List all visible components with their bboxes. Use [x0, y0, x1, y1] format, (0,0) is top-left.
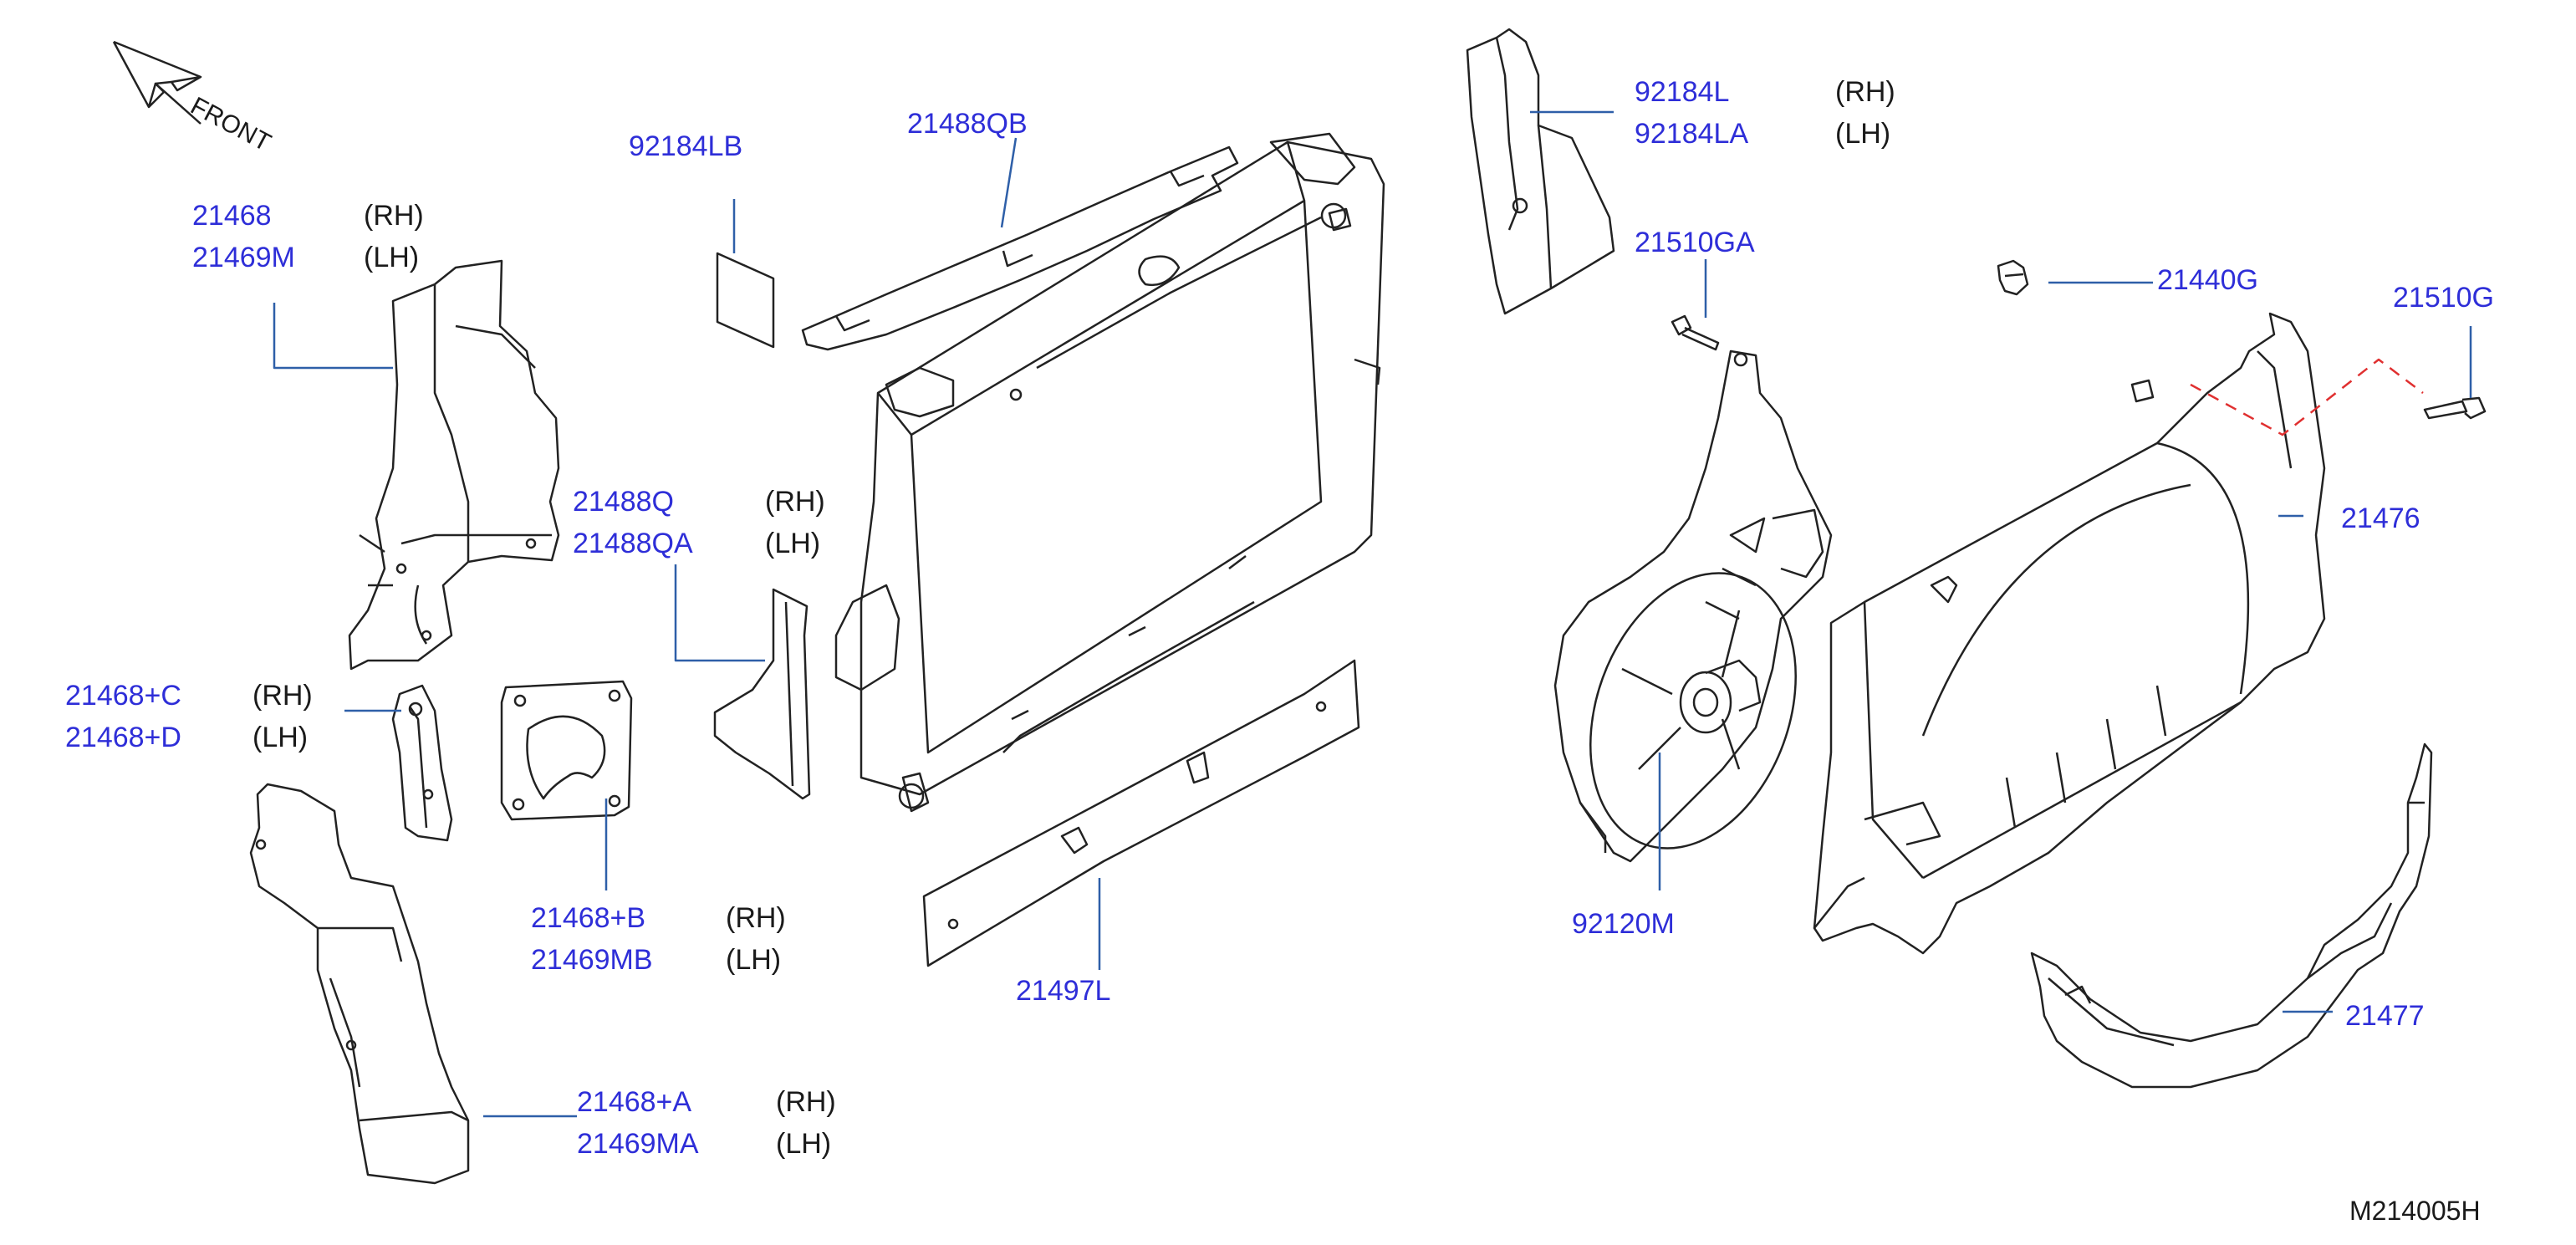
leader-lines	[273, 110, 2472, 1118]
part-number-92184la[interactable]: 92184LA	[1635, 118, 1749, 150]
clip-21440g-icon[interactable]	[1997, 259, 2029, 296]
part-number-21476[interactable]: 21476	[2341, 503, 2420, 534]
lower-left-air-duct-part[interactable]	[249, 783, 470, 1185]
upper-side-seal-part[interactable]	[1466, 28, 1615, 315]
side-21468-a: (RH)	[776, 1086, 836, 1118]
air-guide-clip-c-part[interactable]	[391, 684, 453, 842]
upper-radiator-seal-part[interactable]	[801, 145, 1239, 351]
radiator-core-part[interactable]	[834, 132, 1385, 813]
bolt-alignment-dashed-line	[2190, 358, 2424, 436]
part-number-21488q[interactable]: 21488Q	[573, 486, 674, 518]
part-number-21510ga[interactable]: 21510GA	[1635, 227, 1755, 258]
part-number-21468[interactable]: 21468	[192, 200, 272, 232]
part-number-21510g[interactable]: 21510G	[2393, 282, 2494, 314]
side-92184la: (LH)	[1835, 118, 1891, 150]
cooling-fan-motor-part[interactable]	[1553, 350, 1833, 877]
diagram-reference-code: M214005H	[2349, 1196, 2481, 1226]
part-number-21440g[interactable]: 21440G	[2157, 264, 2258, 296]
part-number-21477[interactable]: 21477	[2345, 1000, 2425, 1032]
part-number-92184l[interactable]: 92184L	[1635, 76, 1730, 108]
side-21468-b: (RH)	[726, 902, 786, 934]
part-number-21469m[interactable]: 21469M	[192, 242, 295, 273]
side-21469m: (LH)	[364, 242, 420, 273]
part-number-21469mb[interactable]: 21469MB	[531, 944, 653, 976]
part-number-21468-b[interactable]: 21468+B	[531, 902, 646, 934]
front-arrow-icon	[112, 40, 202, 125]
side-21468: (RH)	[364, 200, 424, 232]
bolt-21510g-icon[interactable]	[2423, 396, 2487, 420]
side-21468-d: (LH)	[252, 722, 309, 753]
side-21469mb: (LH)	[726, 944, 782, 976]
lower-radiator-seal-part[interactable]	[922, 659, 1360, 967]
lower-fan-shroud-part[interactable]	[2030, 742, 2433, 1089]
part-number-21468-d[interactable]: 21468+D	[65, 722, 181, 753]
seal-lb-part[interactable]	[716, 252, 775, 349]
part-number-21468-c[interactable]: 21468+C	[65, 680, 181, 712]
part-number-21497l[interactable]: 21497L	[1016, 975, 1111, 1007]
part-number-21488qb[interactable]: 21488QB	[907, 108, 1028, 140]
side-radiator-seal-part[interactable]	[713, 588, 811, 800]
side-21468-c: (RH)	[252, 680, 313, 712]
part-number-21468-a[interactable]: 21468+A	[577, 1086, 692, 1118]
part-number-21469ma[interactable]: 21469MA	[577, 1128, 699, 1160]
side-92184l: (RH)	[1835, 76, 1895, 108]
side-21469ma: (LH)	[776, 1128, 832, 1160]
side-21488q: (RH)	[765, 486, 825, 518]
bolt-21510ga-icon[interactable]	[1671, 314, 1720, 351]
part-number-92184lb[interactable]: 92184LB	[629, 130, 743, 162]
fan-shroud-part[interactable]	[1813, 312, 2326, 955]
left-upper-air-guide-part[interactable]	[348, 259, 560, 671]
seal-plate-b-part[interactable]	[500, 680, 633, 821]
side-21488qa: (LH)	[765, 528, 821, 559]
part-number-21488qa[interactable]: 21488QA	[573, 528, 693, 559]
part-number-92120m[interactable]: 92120M	[1572, 908, 1675, 940]
